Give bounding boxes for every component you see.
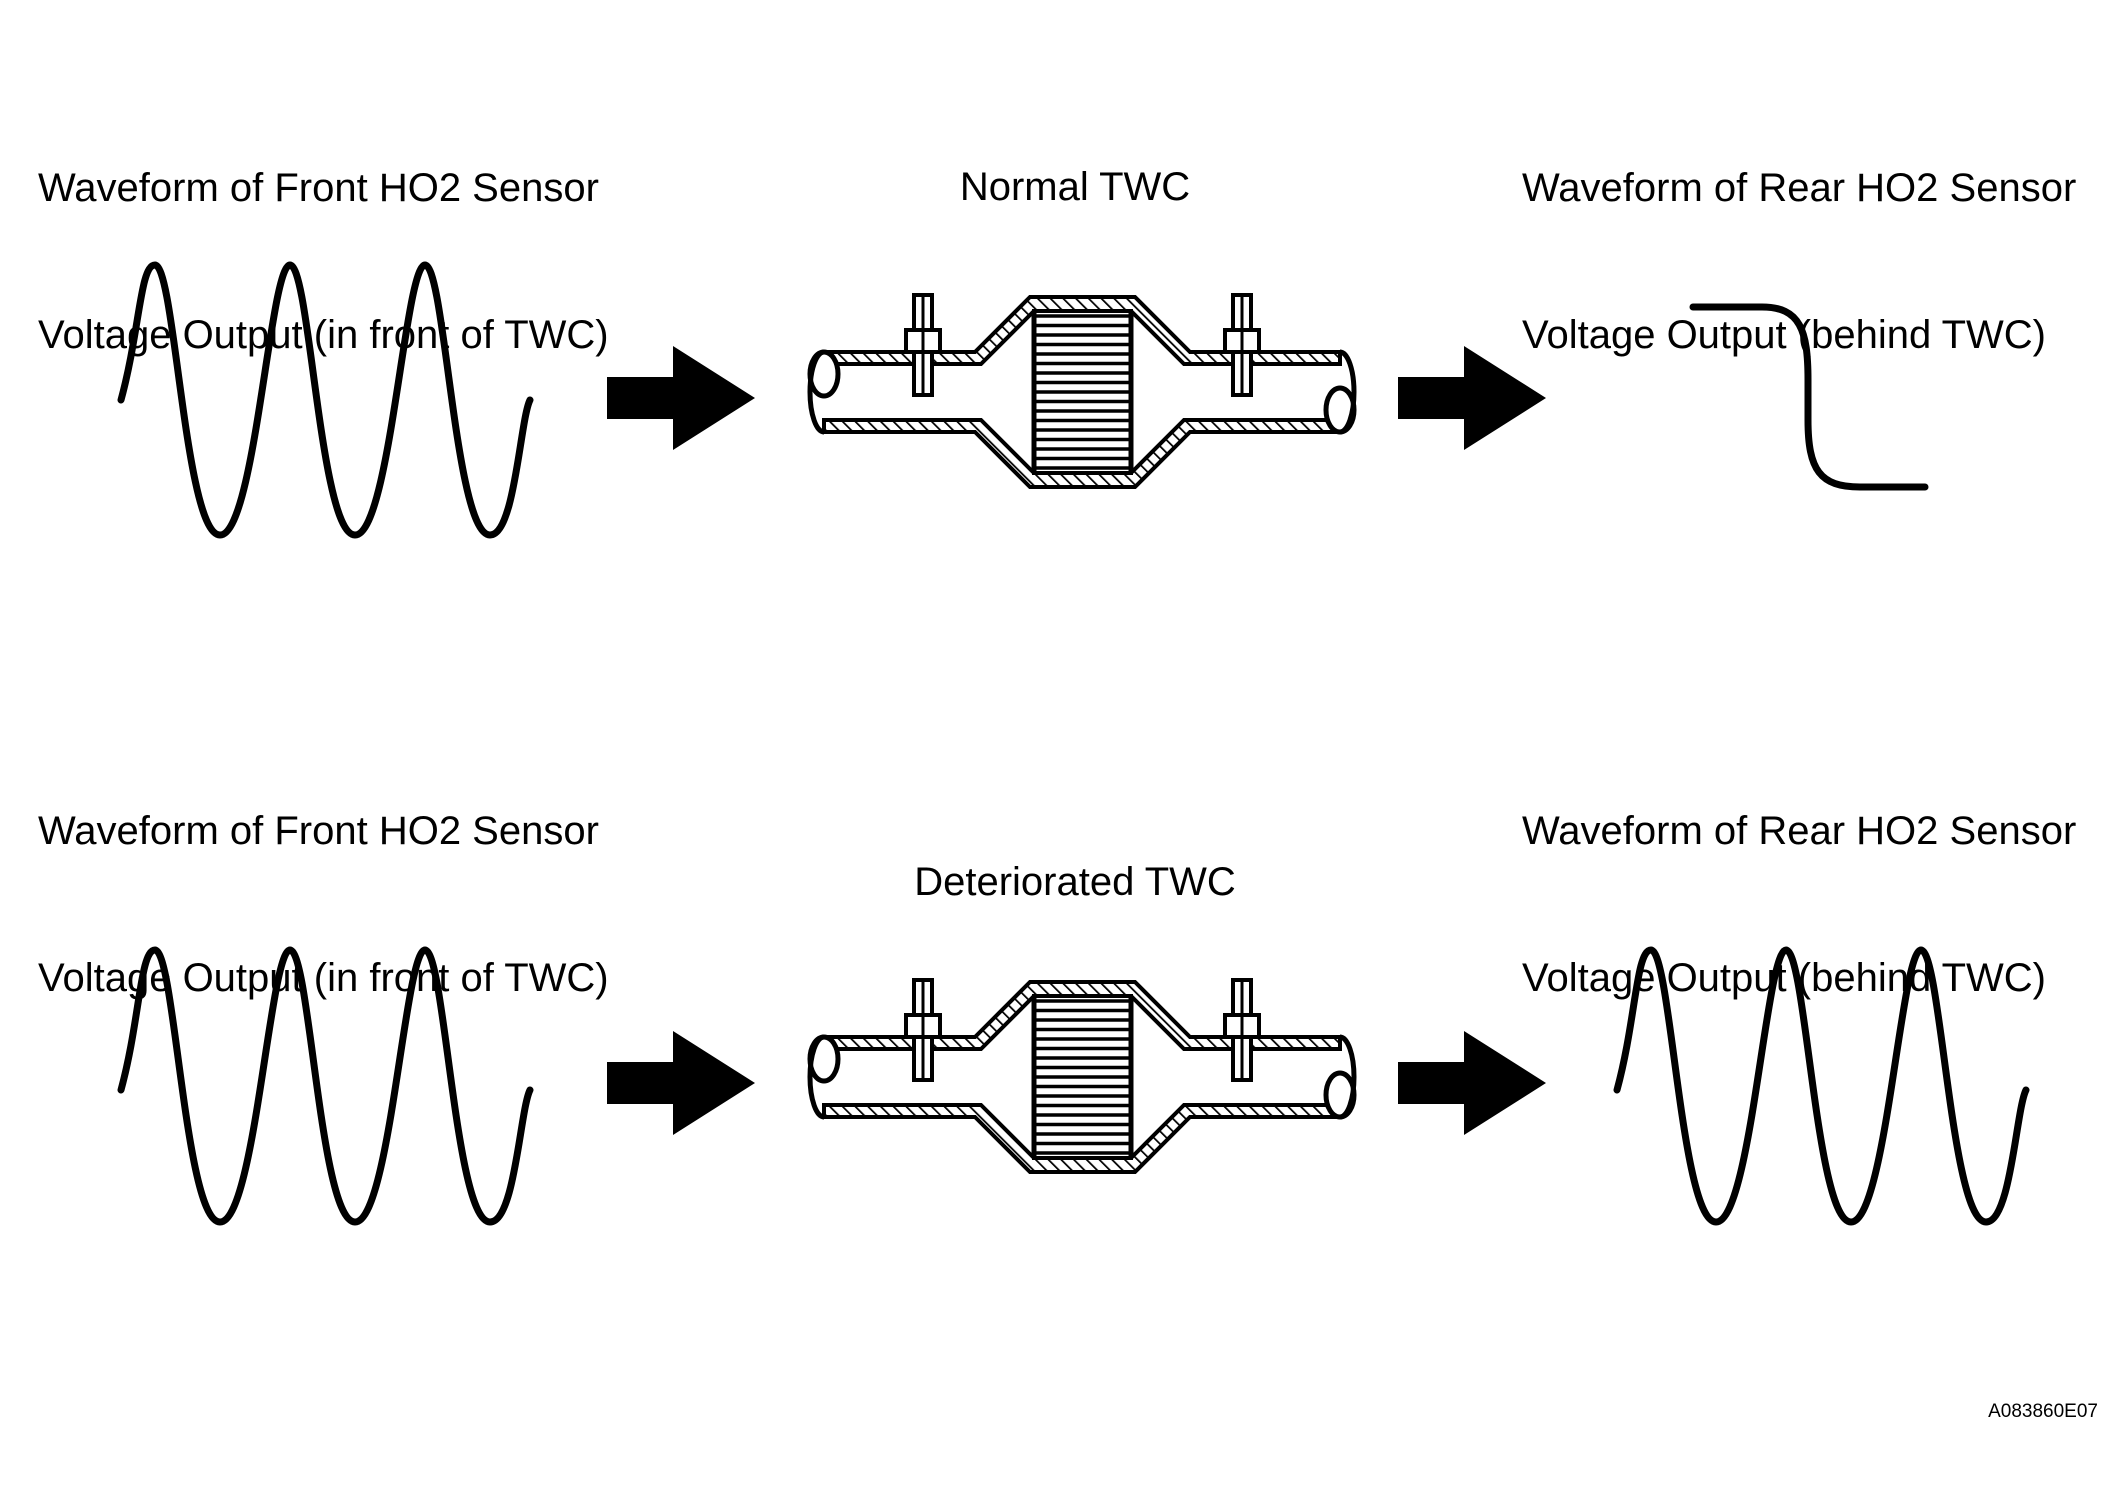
rear-sensor-label-line1: Waveform of Rear HO2 Sensor [1522,809,2077,853]
rear-sensor-label-line2: Voltage Output (behind TWC) [1522,313,2046,357]
catalytic-converter-normal [810,295,1354,487]
front-sensor-label-line2: Voltage Output (in front of TWC) [38,313,609,357]
condition-label-deteriorated: Deteriorated TWC [914,860,1236,904]
front-sensor-label-line1: Waveform of Front HO2 Sensor [38,166,599,210]
catalytic-converter-deteriorated [810,980,1354,1172]
front-sensor-label-line1: Waveform of Front HO2 Sensor [38,809,599,853]
flow-arrow-in-deteriorated [607,1031,755,1135]
figure-id: A083860E07 [1988,1401,2098,1422]
front-sensor-label-deteriorated: Waveform of Front HO2 Sensor Voltage Out… [38,709,609,1101]
rear-sensor-label-normal: Waveform of Rear HO2 Sensor Voltage Outp… [1522,66,2076,458]
front-waveform-normal [117,261,534,539]
front-waveform-deteriorated [117,946,534,1226]
flow-arrow-out-normal [1398,346,1546,450]
flow-arrow-in-normal [607,346,755,450]
front-sensor-label-normal: Waveform of Front HO2 Sensor Voltage Out… [38,66,609,458]
condition-label-normal: Normal TWC [959,165,1191,209]
flow-arrow-out-deteriorated [1398,1031,1546,1135]
rear-waveform-deteriorated [1613,946,2030,1226]
rear-waveform-normal [1689,303,1929,491]
rear-sensor-label-line1: Waveform of Rear HO2 Sensor [1522,166,2077,210]
